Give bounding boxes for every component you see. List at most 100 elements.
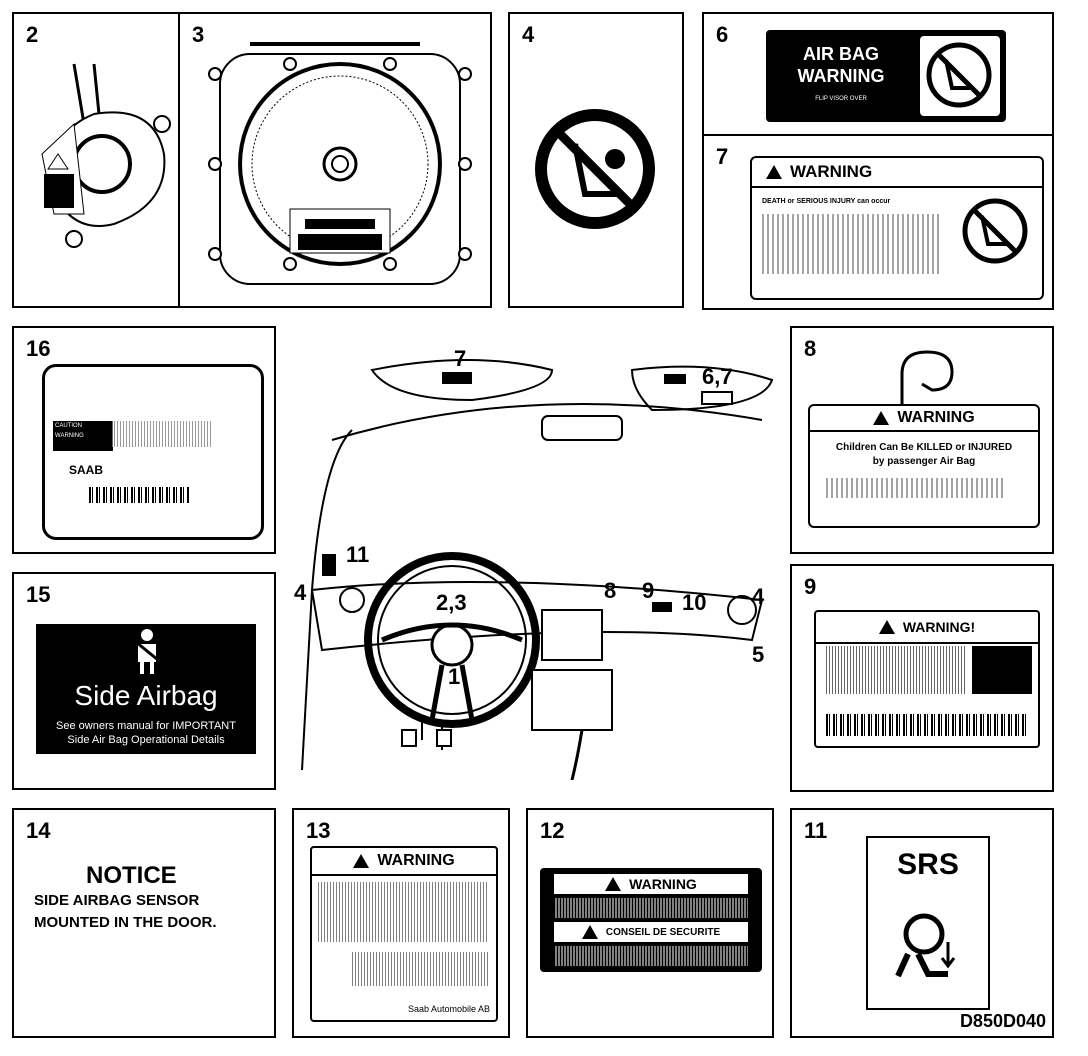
warning-text: WARNING! [902,619,976,635]
seatbelt-person-icon [135,629,159,674]
callout-4-right: 4 [752,584,765,609]
panel-number: 16 [26,336,51,361]
panel-number: 7 [716,144,729,169]
label-hatch-lower [352,952,488,986]
panel-13-warning-label: 13 WARNING Saab Automobile AB [292,808,510,1038]
srs-text: SRS [897,848,959,881]
panel-8-hang-tag: 8 WARNING Children Can Be KILLED or INJU… [790,326,1054,554]
label-hatch-lower [554,946,748,966]
callout-8: 8 [604,578,617,603]
warning-label: WARNING DEATH or SERIOUS INJURY can occu… [750,156,1044,300]
callout-7: 7 [454,346,467,371]
side-airbag-title: Side Airbag [74,680,218,711]
panel-3-airbag-module: 3 [178,12,492,308]
warning-label: WARNING Saab Automobile AB [310,846,498,1022]
figure-code: D850D040 [959,1011,1046,1031]
warning-triangle-icon [873,411,890,425]
panel-14-notice: 14 NOTICE SIDE AIRBAG SENSOR MOUNTED IN … [12,808,276,1038]
callout-9: 9 [642,578,655,603]
warning-text: WARNING [629,876,697,892]
warning-tag: WARNING Children Can Be KILLED or INJURE… [808,404,1040,528]
no-child-seat-icon [962,198,1028,264]
warning-header: WARNING [810,406,1038,432]
panel-6-visor-label: 6 AIR BAG WARNING FLIP VISOR OVER [702,12,1054,136]
airbag-person-icon [895,913,956,978]
warning-header: WARNING [554,874,748,894]
panel-number: 12 [540,818,565,843]
label-hatch [554,898,748,918]
label-line1: AIR BAG [803,44,879,64]
callout-2-3: 2,3 [436,590,467,615]
callout-10: 10 [682,590,707,615]
panel-2-clockspring: 2 [12,12,180,308]
tag-text-line2: by passenger Air Bag [872,456,976,467]
side-airbag-line1: See owners manual for IMPORTANT [56,720,236,732]
caution-text: CAUTION [55,423,82,429]
sticker-hatch [826,646,966,694]
notice-title: NOTICE [86,862,177,889]
caution-strip: CAUTION WARNING [53,421,113,451]
no-child-seat-icon [535,109,655,229]
panel-12-bilingual-warning: 12 WARNING CONSEIL DE SECURITE [526,808,774,1038]
air-bag-warning-label: AIR BAG WARNING FLIP VISOR OVER [766,30,1006,122]
panel-number: 11 [804,818,828,843]
warning-triangle-icon [605,877,622,891]
warning-sticker: WARNING! [814,610,1040,748]
no-child-seat-icon [926,42,992,108]
notice-line1: SIDE AIRBAG SENSOR [34,892,200,909]
brand-text: SAAB [69,463,104,477]
steering-wheel-icon [208,42,472,285]
notice-line2: MOUNTED IN THE DOOR. [34,914,217,931]
bilingual-label: WARNING CONSEIL DE SECURITE [540,868,762,972]
hang-tag-hook [900,350,954,404]
panel-number: 4 [522,22,535,47]
panel-number: 3 [192,22,205,47]
barcode [826,714,1026,736]
side-airbag-line2: Side Air Bag Operational Details [67,734,225,746]
warning-heading: DEATH or SERIOUS INJURY can occur [762,198,891,205]
barcode [89,487,189,503]
clockspring-illustration [41,63,171,248]
callout-5: 5 [752,642,765,667]
warning-header: WARNING! [816,612,1038,644]
callout-4-left: 4 [294,580,307,605]
maker-text: Saab Automobile AB [407,1004,490,1014]
callout-6-7: 6,7 [702,364,733,389]
panel-number: 6 [716,22,729,47]
warning-text: WARNING [377,852,455,869]
panel-number: 15 [26,582,51,607]
conseil-text: CONSEIL DE SECURITE [605,926,721,938]
srs-label: SRS [866,836,990,1010]
panel-number: 13 [306,818,331,843]
panel-number: 9 [804,574,817,599]
panel-number: 2 [26,22,39,47]
label-line2: WARNING [797,66,885,86]
conseil-header: CONSEIL DE SECURITE [554,922,748,942]
panel-4-no-child-seat: 4 [508,12,684,308]
label-small: FLIP VISOR OVER [815,96,867,102]
panel-number: 8 [804,336,817,361]
module-hatch [111,421,211,447]
callout-11: 11 [346,542,370,567]
panel-16-control-module: 16 CAUTION WARNING SAAB [12,326,276,554]
panel-7-sun-visor-warning: 7 WARNING DEATH or SERIOUS INJURY can oc… [702,134,1054,310]
tag-fine-print [826,478,1006,498]
label-hatch [318,882,488,942]
tag-text-line1: Children Can Be KILLED or INJURED [835,442,1013,453]
airbag-burst-icon [972,646,1032,694]
warning-text: WARNING [790,162,873,181]
warning-header: WARNING [312,848,496,876]
warning-triangle-icon [766,165,782,179]
warning-triangle-icon [878,620,895,634]
warning-triangle-icon [353,854,370,868]
panel-11-srs-label: 11 SRS D850D040 [790,808,1054,1038]
panel-15-side-airbag-label: 15 Side Airbag See owners manual for IMP… [12,572,276,790]
control-module-outline: CAUTION WARNING SAAB [42,364,264,540]
warning-triangle-icon [581,925,598,939]
warning-header: WARNING [752,158,1042,188]
dashboard-interior-illustration [301,359,774,780]
warning-text: WARNING [897,409,975,426]
panel-9-sun-visor-label: 9 WARNING! [790,564,1054,792]
panel-number: 14 [26,818,51,843]
callout-1: 1 [448,664,461,689]
